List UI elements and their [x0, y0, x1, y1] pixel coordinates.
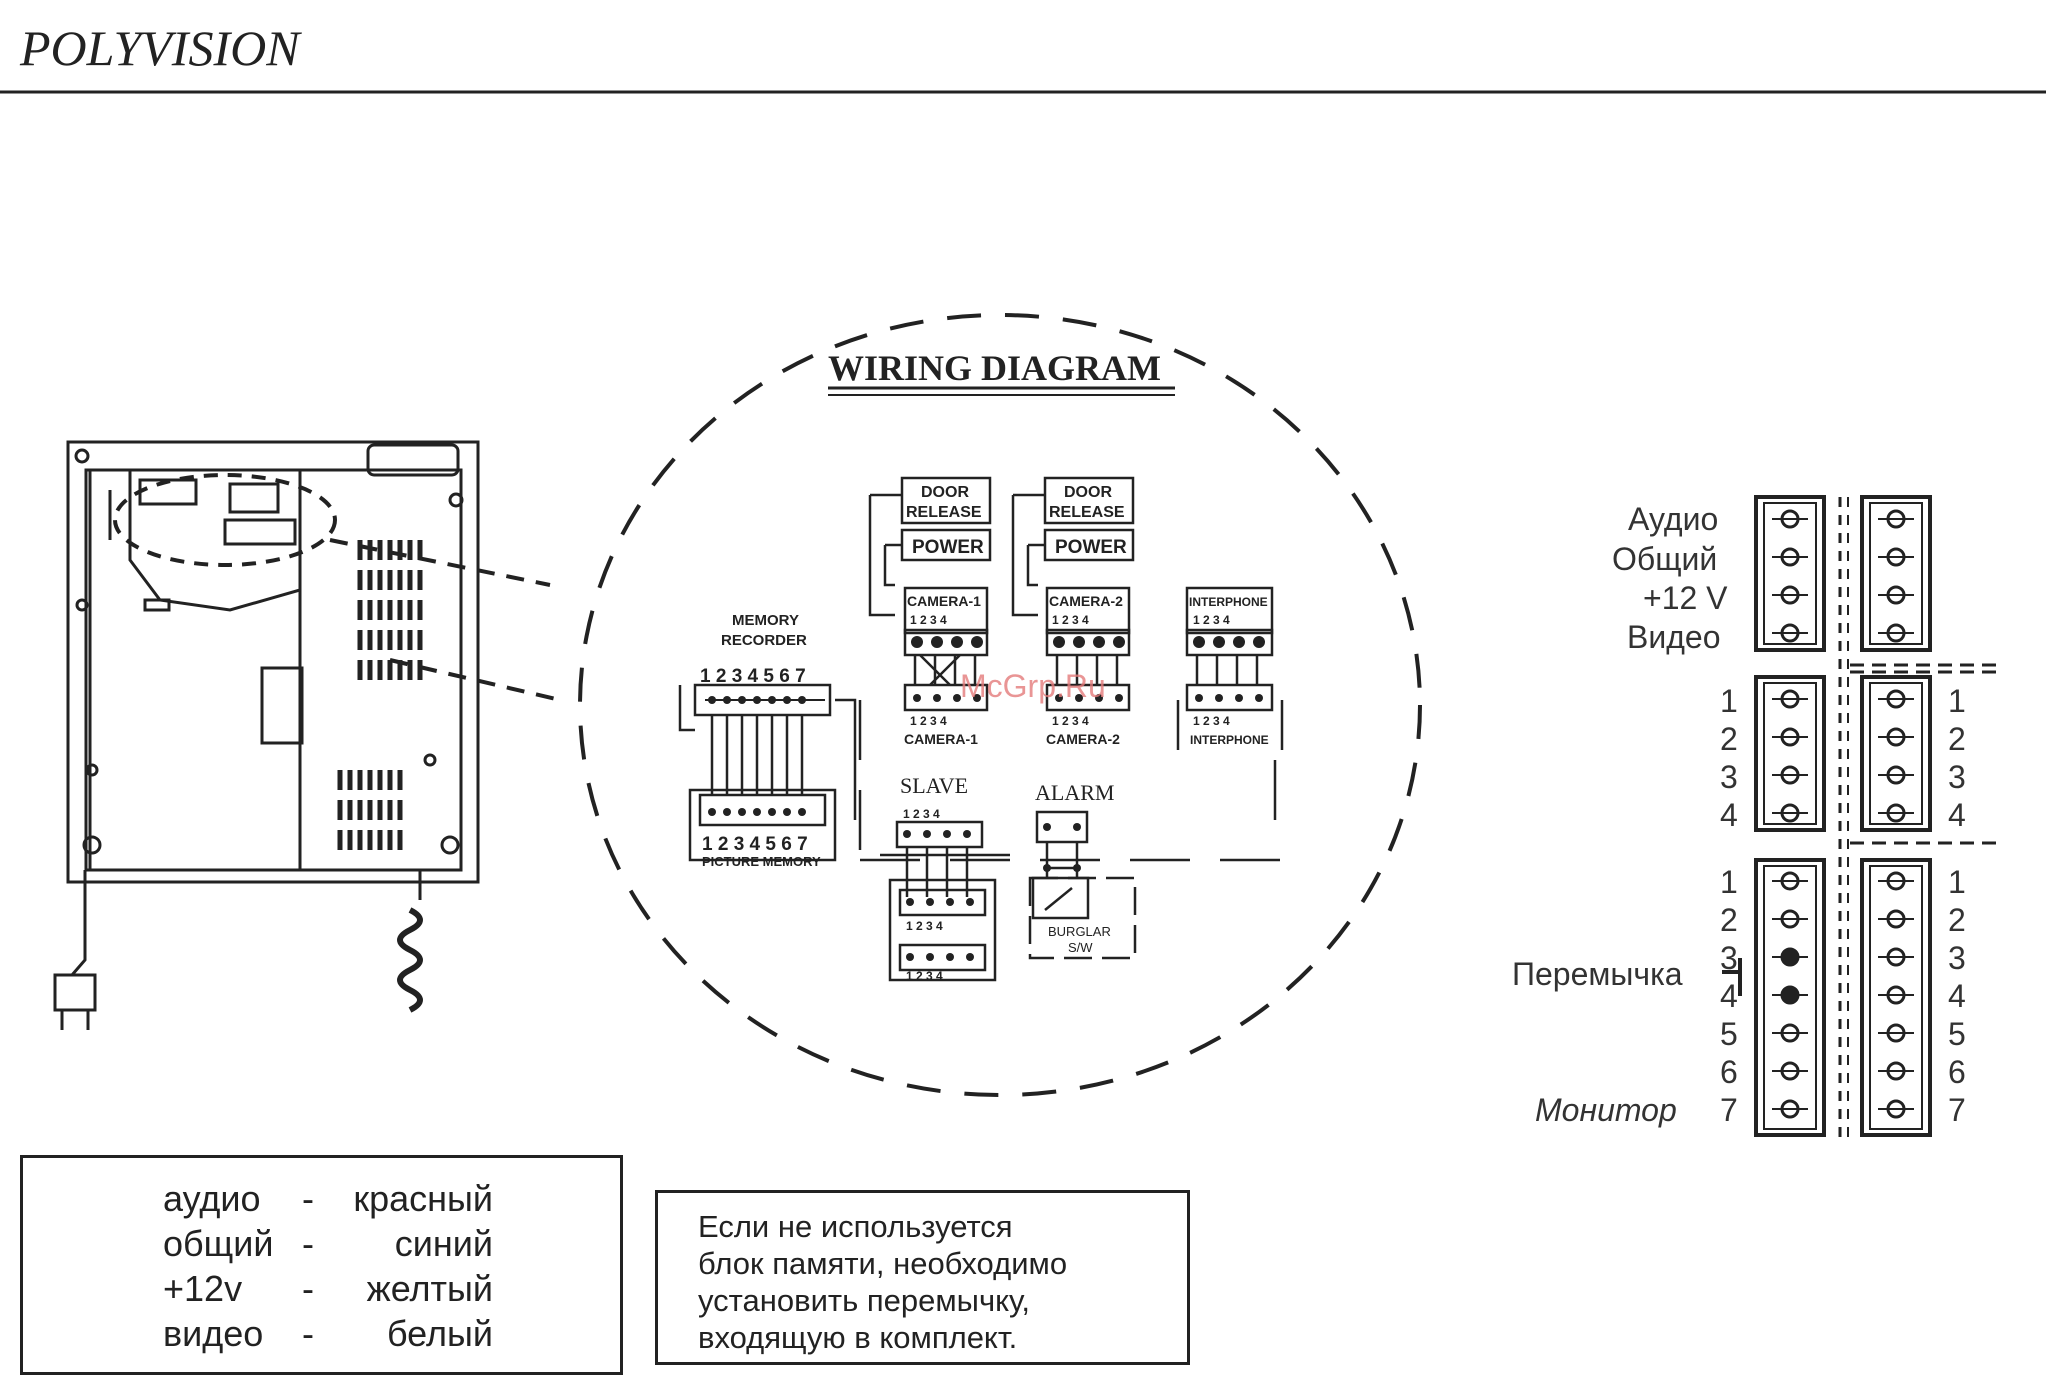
mid-right-pin-4: 4 [1948, 797, 1966, 833]
monitor-device-illustration [53, 440, 561, 1030]
terminal-dots [708, 636, 1265, 961]
pin-label-video: Видео [1627, 619, 1720, 655]
interphone-top-label: INTERPHONE [1189, 595, 1268, 609]
legend-dash: - [302, 1313, 314, 1354]
camera2-bottom-pins: 1 2 3 4 [1052, 714, 1089, 728]
bot-right-pin-6: 6 [1948, 1054, 1966, 1090]
jumper-terminal [1782, 949, 1798, 965]
legend-signal: общий [163, 1223, 274, 1264]
burglar-label-line1: BURGLAR [1048, 924, 1111, 939]
legend-row: аудио-красный [163, 1176, 620, 1221]
legend-color: белый [386, 1313, 493, 1354]
picture-memory-pins: 1 2 3 4 5 6 7 [702, 834, 808, 855]
legend-signal: видео [163, 1313, 264, 1354]
mid-left-pin-2: 2 [1720, 721, 1738, 757]
legend-row: +12v - желтый [163, 1266, 620, 1311]
power-2-label: POWER [1055, 537, 1127, 558]
jumper-terminal [1782, 987, 1798, 1003]
monitor-label: Монитор [1535, 1092, 1677, 1128]
legend-dash: - [302, 1268, 314, 1309]
legend-row: видео- белый [163, 1311, 620, 1356]
bot-right-pin-4: 4 [1948, 978, 1966, 1014]
mid-right-pin-2: 2 [1948, 721, 1966, 757]
memory-recorder-line2: RECORDER [721, 632, 807, 649]
note-line: входящую в комплект. [698, 1320, 1018, 1355]
note-line: блок памяти, необходимо [698, 1246, 1068, 1281]
bot-right-pin-3: 3 [1948, 940, 1966, 976]
pin-label-audio: Аудио [1628, 501, 1718, 537]
door-release-1-line1: DOOR [921, 484, 969, 501]
camera2-top-pins: 1 2 3 4 [1052, 613, 1089, 627]
alarm-label: ALARM [1035, 780, 1114, 805]
mid-right-pin-3: 3 [1948, 759, 1966, 795]
slave-mid-pins: 1 2 3 4 [906, 919, 943, 933]
burglar-label-line2: S/W [1068, 940, 1093, 955]
mid-right-pin-1: 1 [1948, 683, 1966, 719]
legend-row: общий- синий [163, 1221, 620, 1266]
power-1-label: POWER [912, 537, 984, 558]
bot-right-pin-1: 1 [1948, 864, 1966, 900]
bot-right-pin-2: 2 [1948, 902, 1966, 938]
bot-left-pin-6: 6 [1720, 1054, 1738, 1090]
slave-top-pins: 1 2 3 4 [903, 807, 940, 821]
connector-blocks [1722, 495, 2000, 1137]
bot-right-pin-5: 5 [1948, 1016, 1966, 1052]
legend-dash: - [302, 1223, 314, 1264]
note-line: установить перемычку, [698, 1283, 1031, 1318]
note-box: Если не используется блок памяти, необхо… [655, 1190, 1190, 1365]
memory-recorder-pins: 1 2 3 4 5 6 7 [700, 666, 806, 687]
diagram-labels: MEMORY RECORDER 1 2 3 4 5 6 7 1 2 3 4 5 … [700, 484, 1269, 983]
bot-left-pin-5: 5 [1720, 1016, 1738, 1052]
camera2-bottom-label: CAMERA-2 [1046, 731, 1120, 747]
camera1-top-label: CAMERA-1 [907, 593, 981, 609]
bot-left-pin-4: 4 [1720, 978, 1738, 1014]
diagram-title: WIRING DIAGRAM [828, 348, 1161, 388]
pin-label-12v: +12 V [1643, 580, 1728, 616]
bot-right-pin-7: 7 [1948, 1092, 1966, 1128]
mid-left-pin-4: 4 [1720, 797, 1738, 833]
color-legend-box: аудио-красный общий-синий +12v-желтый ви… [20, 1155, 623, 1375]
note-line: Если не используется [698, 1209, 1013, 1244]
callout-circle [578, 313, 1422, 1097]
door-release-1-line2: RELEASE [906, 504, 982, 521]
mid-left-pin-3: 3 [1720, 759, 1738, 795]
jumper-label: Перемычка [1512, 956, 1683, 992]
picture-memory-label: PICTURE MEMORY [702, 854, 821, 869]
camera1-bottom-label: CAMERA-1 [904, 731, 978, 747]
connector-pins [1772, 509, 1914, 1119]
interphone-top-pins: 1 2 3 4 [1193, 613, 1230, 627]
legend-color: красный [353, 1178, 493, 1219]
camera1-bottom-pins: 1 2 3 4 [910, 714, 947, 728]
mid-left-pin-1: 1 [1720, 683, 1738, 719]
bot-left-pin-7: 7 [1720, 1092, 1738, 1128]
door-release-2-line2: RELEASE [1049, 504, 1125, 521]
camera2-top-label: CAMERA-2 [1049, 593, 1123, 609]
watermark: McGrp.Ru [960, 668, 1106, 704]
slave-bottom-pins: 1 2 3 4 [906, 969, 943, 983]
bot-left-pin-1: 1 [1720, 864, 1738, 900]
camera1-top-pins: 1 2 3 4 [910, 613, 947, 627]
door-release-2-line1: DOOR [1064, 484, 1112, 501]
interphone-bottom-label: INTERPHONE [1190, 733, 1269, 747]
bot-left-pin-2: 2 [1720, 902, 1738, 938]
legend-dash: - [302, 1178, 314, 1219]
pin-label-common: Общий [1612, 541, 1717, 577]
legend-color: синий [394, 1223, 493, 1264]
slave-label: SLAVE [900, 773, 968, 798]
legend-color: желтый [366, 1268, 493, 1309]
wiring-diagram [678, 476, 1284, 982]
legend-signal: +12v [163, 1268, 243, 1309]
legend-signal: аудио [163, 1178, 261, 1219]
connector-labels: Аудио Общий +12 V Видео 1 2 3 4 1 2 3 4 … [1512, 501, 1966, 1128]
interphone-bottom-pins: 1 2 3 4 [1193, 714, 1230, 728]
memory-recorder-line1: MEMORY [732, 612, 799, 629]
bot-left-pin-3: 3 [1720, 940, 1738, 976]
brand-logo: POLYVISION [19, 20, 302, 76]
